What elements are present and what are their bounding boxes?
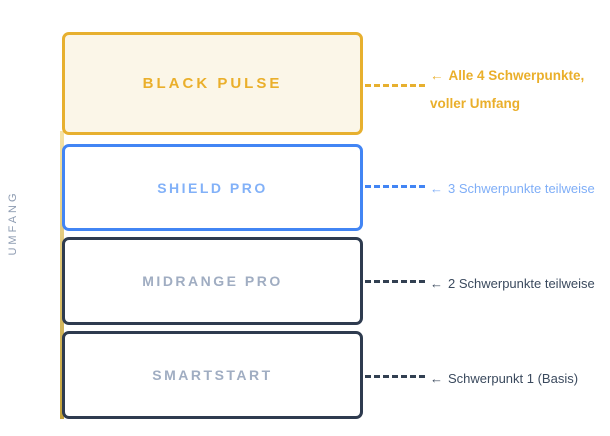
annotation-text: 3 Schwerpunkte teilweise — [448, 181, 595, 196]
left-arrow-icon: ← — [430, 371, 443, 386]
dashed-connector-shield-pro — [365, 185, 425, 188]
dashed-connector-black-pulse — [365, 84, 425, 87]
annotation-line-1: ← Alle 4 Schwerpunkte, — [430, 62, 584, 90]
dashed-connector-midrange-pro — [365, 280, 425, 283]
dashed-connector-smartstart — [365, 375, 425, 378]
annotation-text: Alle 4 Schwerpunkte, — [448, 68, 585, 83]
left-arrow-icon: ← — [430, 68, 444, 83]
annotation-line-2: voller Umfang — [430, 95, 521, 111]
y-axis-label: UMFANG — [7, 190, 19, 256]
left-arrow-icon: ← — [430, 276, 443, 291]
annotation-line-1: ← 3 Schwerpunkte teilweise — [430, 179, 595, 199]
annotation-line-1: ← Schwerpunkt 1 (Basis) — [430, 369, 578, 389]
annotation-shield-pro: ← 3 Schwerpunkte teilweise — [430, 179, 595, 199]
annotation-text: Schwerpunkt 1 (Basis) — [448, 371, 579, 386]
tier-box-smartstart: SMARTSTART — [62, 331, 363, 419]
tier-label-shield-pro: SHIELD PRO — [157, 179, 268, 196]
tier-box-black-pulse: BLACK PULSE — [62, 32, 363, 135]
annotation-black-pulse: ← Alle 4 Schwerpunkte, voller Umfang — [430, 62, 584, 117]
annotation-smartstart: ← Schwerpunkt 1 (Basis) — [430, 369, 578, 389]
tier-label-smartstart: SMARTSTART — [152, 367, 273, 383]
tier-box-midrange-pro: MIDRANGE PRO — [62, 237, 363, 325]
annotation-line-1: ← 2 Schwerpunkte teilweise — [430, 274, 595, 294]
left-arrow-icon: ← — [430, 181, 443, 196]
tier-label-midrange-pro: MIDRANGE PRO — [142, 273, 283, 289]
annotation-text: 2 Schwerpunkte teilweise — [448, 276, 595, 291]
tier-box-shield-pro: SHIELD PRO — [62, 144, 363, 231]
annotation-midrange-pro: ← 2 Schwerpunkte teilweise — [430, 274, 595, 294]
tier-label-black-pulse: BLACK PULSE — [142, 75, 283, 92]
